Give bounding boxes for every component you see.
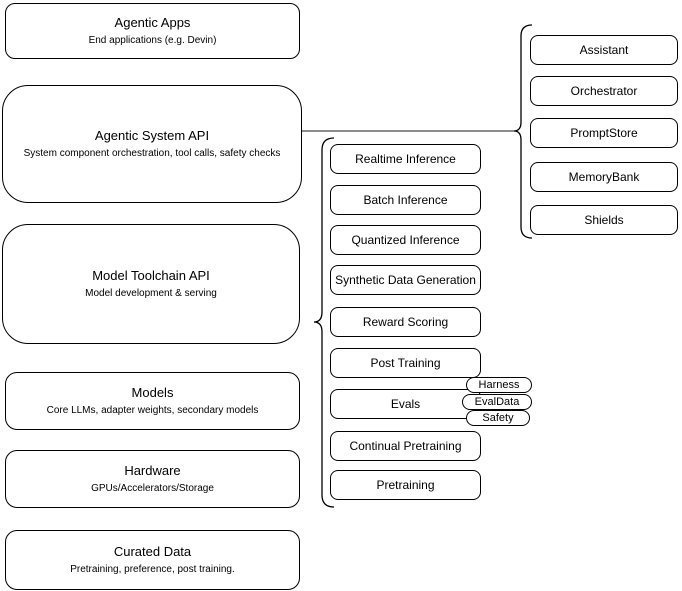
tag-label: Harness — [478, 379, 520, 391]
node-realtime-inference: Realtime Inference — [330, 144, 481, 174]
node-label: Batch Inference — [363, 193, 448, 207]
node-agentic-apps: Agentic Apps End applications (e.g. Devi… — [5, 3, 300, 59]
node-orchestrator: Orchestrator — [530, 76, 678, 106]
node-subtitle: GPUs/Accelerators/Storage — [91, 483, 214, 495]
node-model-toolchain-api: Model Toolchain API Model development & … — [2, 224, 300, 344]
node-label: Synthetic Data Generation — [335, 273, 476, 287]
node-shields: Shields — [530, 205, 678, 235]
node-hardware: Hardware GPUs/Accelerators/Storage — [5, 450, 300, 508]
node-title: Hardware — [124, 462, 181, 478]
node-subtitle: End applications (e.g. Devin) — [88, 35, 217, 47]
node-label: Realtime Inference — [355, 152, 456, 166]
node-label: Post Training — [370, 356, 441, 370]
tag-safety: Safety — [466, 410, 530, 426]
node-continual-pretraining: Continual Pretraining — [330, 431, 481, 461]
tag-harness: Harness — [466, 377, 532, 393]
node-label: Pretraining — [376, 478, 435, 492]
node-promptstore: PromptStore — [530, 118, 678, 148]
node-label: Assistant — [579, 43, 629, 57]
node-subtitle: Pretraining, preference, post training. — [70, 564, 235, 576]
node-subtitle: Model development & serving — [85, 288, 217, 300]
node-label: Quantized Inference — [351, 233, 460, 247]
tag-evaldata: EvalData — [462, 394, 532, 410]
node-title: Models — [131, 384, 174, 400]
node-batch-inference: Batch Inference — [330, 185, 481, 215]
node-post-training: Post Training — [330, 348, 481, 378]
node-subtitle: Core LLMs, adapter weights, secondary mo… — [46, 405, 259, 417]
node-memorybank: MemoryBank — [530, 162, 678, 192]
node-label: Shields — [584, 213, 624, 227]
tag-label: Safety — [482, 412, 514, 424]
node-label: Evals — [390, 397, 421, 411]
node-synthetic-data-generation: Synthetic Data Generation — [330, 265, 481, 295]
node-label: Reward Scoring — [362, 315, 449, 329]
node-agentic-system-api: Agentic System API System component orch… — [2, 85, 302, 203]
node-models: Models Core LLMs, adapter weights, secon… — [5, 372, 300, 430]
node-title: Curated Data — [113, 543, 192, 559]
node-subtitle: System component orchestration, tool cal… — [23, 148, 281, 160]
tag-label: EvalData — [474, 396, 520, 408]
node-reward-scoring: Reward Scoring — [330, 307, 481, 337]
node-pretraining: Pretraining — [330, 470, 481, 500]
node-title: Agentic System API — [94, 127, 210, 143]
node-label: MemoryBank — [568, 170, 640, 184]
node-label: PromptStore — [570, 126, 638, 140]
node-evals: Evals — [330, 389, 481, 419]
node-assistant: Assistant — [530, 35, 678, 65]
node-title: Model Toolchain API — [92, 267, 210, 283]
node-title: Agentic Apps — [114, 14, 191, 30]
node-curated-data: Curated Data Pretraining, preference, po… — [5, 530, 300, 590]
node-label: Orchestrator — [570, 84, 638, 98]
node-label: Continual Pretraining — [349, 439, 462, 453]
node-quantized-inference: Quantized Inference — [330, 225, 481, 255]
